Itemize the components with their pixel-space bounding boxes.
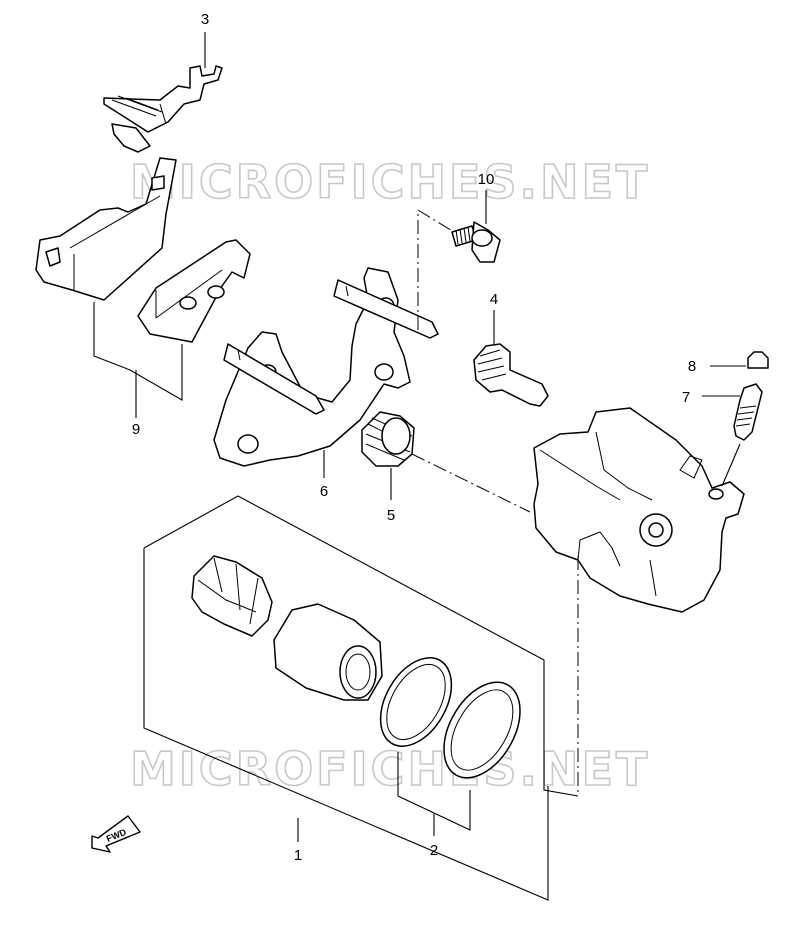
callout-3: 3 [201, 11, 209, 28]
caliper-body-part [533, 407, 745, 613]
callout-9: 9 [132, 421, 140, 438]
callout-2: 2 [430, 842, 438, 859]
callout-7: 7 [682, 389, 690, 406]
bleeder-valve-part [702, 383, 763, 487]
callout-1: 1 [294, 847, 302, 864]
pin-boot-part [361, 411, 415, 500]
piston-seals-part [379, 657, 521, 836]
caliper-bracket-part [213, 267, 439, 478]
fwd-arrow-icon: FWD [91, 815, 141, 853]
bleeder-cap-part [710, 351, 769, 369]
piston-kit-part [143, 495, 579, 901]
brake-pads-part [35, 157, 251, 418]
callout-4: 4 [490, 291, 498, 308]
mounting-bolt-part [451, 190, 501, 263]
watermark-top: MICROFICHES.NET [130, 155, 650, 209]
slide-pin-part [473, 310, 549, 407]
callout-5: 5 [387, 507, 395, 524]
pad-spring-part [103, 32, 223, 153]
assembly-lines [411, 209, 579, 796]
watermark-bottom: MICROFICHES.NET [130, 742, 650, 796]
callout-6: 6 [320, 483, 328, 500]
callout-10: 10 [478, 171, 495, 188]
callout-8: 8 [688, 358, 696, 375]
